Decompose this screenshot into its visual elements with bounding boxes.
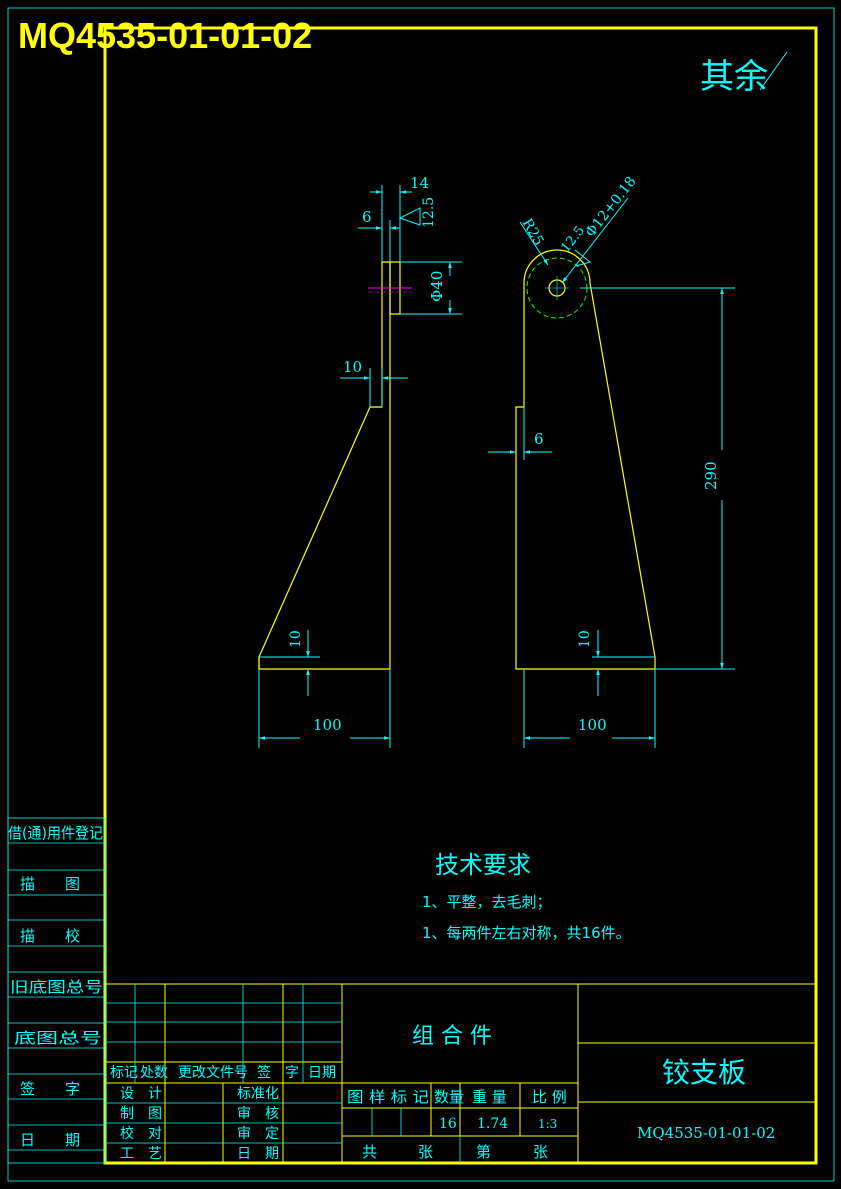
tech-title: 技术要求 (435, 851, 531, 879)
dim-6-front: 6 (534, 430, 544, 448)
role-check: 校 对 (120, 1125, 162, 1142)
attr-scale: 比 例 (532, 1088, 567, 1106)
dim-100-left: 100 (313, 716, 342, 734)
sheet-total-label: 共 (362, 1143, 377, 1161)
assembly-label: 组 合 件 (412, 1024, 492, 1049)
tech-item-2: 1、每两件左右对称，共16件。 (422, 924, 631, 942)
strip-base-no: 底图总号 (14, 1029, 102, 1047)
sheet-no-label: 第 (476, 1143, 491, 1161)
dim-100-right: 100 (578, 716, 607, 734)
part-name: 铰支板 (662, 1056, 746, 1089)
side-view: 14 6 12.5 Φ40 10 10 100 (258, 174, 462, 748)
weight-value: 1.74 (477, 1116, 508, 1132)
dim-hole: Φ12+0.18 (583, 174, 640, 241)
dim-r25: R25 (519, 216, 547, 249)
dim-14: 14 (410, 174, 429, 192)
attr-mark: 图 样 标 记 (347, 1088, 429, 1106)
strip-signature: 签 字 (20, 1080, 80, 1098)
roughness-mark-front (574, 249, 592, 267)
rev-date: 日期 (308, 1065, 336, 1081)
rev-mark: 标记 (110, 1065, 138, 1081)
strip-old-base-no: 旧底图总号 (10, 978, 103, 996)
tech-item-1: 1、平整，去毛刺； (422, 893, 552, 911)
technical-requirements: 技术要求 1、平整，去毛刺； 1、每两件左右对称，共16件。 (422, 851, 631, 942)
left-strip: 借(通)用件登记 描 图 描 校 旧底图总号 底图总号 签 字 日 期 (7, 817, 106, 1164)
rev-sign: 签 字 (257, 1064, 299, 1081)
role-standard: 标准化 (237, 1086, 279, 1102)
strip-date: 日 期 (20, 1131, 80, 1149)
dim-dia40: Φ40 (428, 271, 446, 302)
dim-10-right-bottom: 10 (577, 630, 593, 648)
outer-border (7, 7, 835, 1182)
drawing-frame (103, 26, 818, 1165)
role-review: 审 核 (237, 1106, 279, 1122)
title-block: 标记 处数 更改文件号 签 字 日期 设 计 制 图 校 对 工 艺 标准化 审… (105, 983, 816, 1163)
front-view: R25 Φ12+0.18 12.5 6 290 10 100 (488, 174, 735, 748)
side-view-outline (258, 261, 391, 670)
strip-register: 借(通)用件登记 (8, 824, 103, 842)
sheet-unit-2: 张 (533, 1143, 548, 1161)
strip-trace-check: 描 校 (20, 927, 80, 945)
surface-roughness-note: 其余 (700, 51, 788, 97)
roughness-mark-side (398, 207, 421, 226)
dim-6-top: 6 (362, 208, 372, 226)
scale-value: 1:3 (538, 1117, 557, 1131)
strip-trace: 描 图 (20, 875, 80, 893)
front-view-outline (515, 249, 656, 670)
qty-value: 16 (439, 1116, 457, 1132)
role-process: 工 艺 (120, 1146, 162, 1162)
role-draw: 制 图 (120, 1106, 162, 1122)
roughness-12-5-side: 12.5 (421, 197, 437, 228)
surface-note-text: 其余 (700, 57, 768, 97)
roughness-symbol (759, 51, 788, 91)
role-design: 设 计 (120, 1086, 162, 1102)
attr-weight: 重 量 (472, 1088, 507, 1106)
attr-qty: 数量 (434, 1088, 464, 1106)
dim-290: 290 (702, 461, 720, 490)
title-drawing-number: MQ4535-01-01-02 (637, 1124, 775, 1142)
rev-count: 处数 (140, 1065, 168, 1081)
dim-10-left-bottom: 10 (288, 630, 304, 648)
role-date: 日 期 (237, 1146, 279, 1162)
top-drawing-number: MQ4535-01-01-02 (18, 15, 312, 56)
rev-file: 更改文件号 (178, 1065, 248, 1081)
dim-10-mid: 10 (343, 358, 362, 376)
sheet-unit-1: 张 (418, 1143, 433, 1161)
role-approve: 审 定 (237, 1126, 279, 1142)
